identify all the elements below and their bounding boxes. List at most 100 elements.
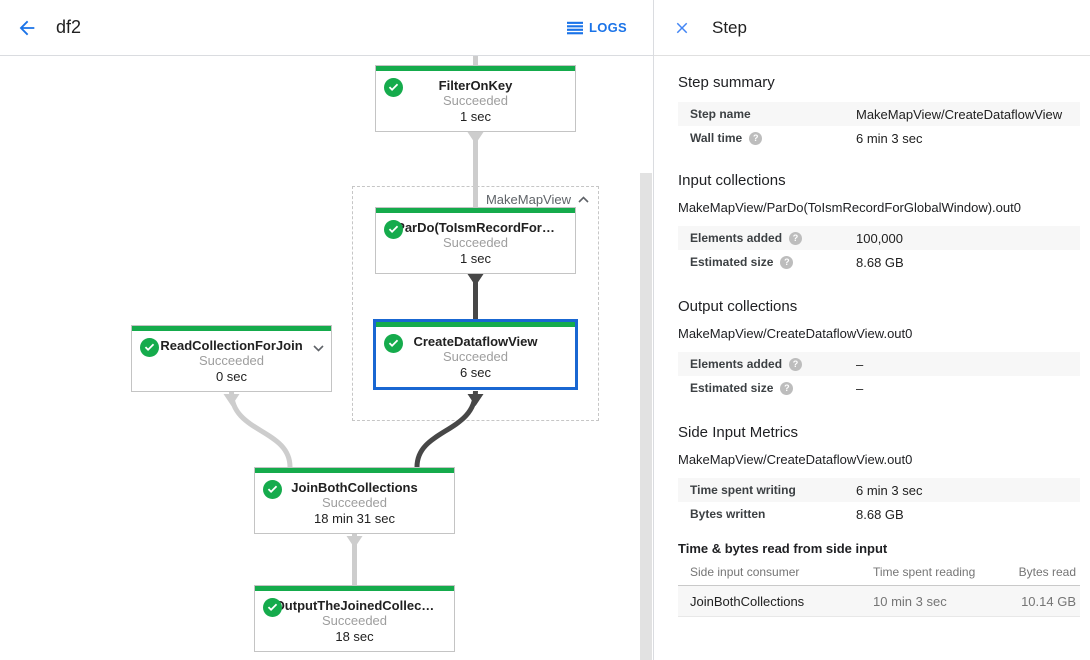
node-time: 18 min 31 sec [314, 511, 395, 526]
metric-label: Bytes written [690, 507, 766, 521]
graph-node-outputthejoinedcollection[interactable]: OutputTheJoinedCollec… Succeeded 18 sec [254, 585, 455, 652]
column-header: Bytes read [1018, 564, 1076, 579]
status-bar [376, 322, 575, 327]
metric-label: Estimated size [690, 381, 856, 395]
panel-title: Step [712, 17, 747, 37]
section-heading-output-collections: Output collections [678, 298, 798, 315]
success-check-icon [140, 338, 159, 357]
step-details-panel: Step summary Step name MakeMapView/Creat… [654, 56, 1090, 660]
metric-label: Elements added [690, 231, 856, 245]
job-header-bar: df2 LOGS [0, 0, 653, 56]
pane-divider [653, 0, 654, 660]
side-input-consumer: JoinBothCollections [690, 593, 805, 609]
success-check-icon [384, 220, 403, 239]
node-status: Succeeded [321, 495, 388, 510]
metric-label: Wall time [690, 131, 856, 145]
logs-list-icon [566, 21, 583, 34]
graph-scrollbar-thumb[interactable] [640, 173, 652, 660]
side-input-collection-name: MakeMapView/CreateDataflowView.out0 [678, 452, 913, 467]
metric-value: MakeMapView/CreateDataflowView [856, 106, 1063, 122]
node-title: JoinBothCollections [291, 480, 418, 495]
success-check-icon [384, 78, 403, 97]
node-status: Succeeded [198, 353, 265, 368]
close-panel-button[interactable] [672, 18, 692, 38]
help-icon[interactable] [789, 357, 803, 371]
back-arrow-icon [19, 20, 35, 35]
output-collections-rows: Elements added – Estimated size – [678, 352, 1080, 400]
success-check-icon [263, 598, 282, 617]
metric-row: Estimated size – [678, 376, 1080, 400]
metric-value: 100,000 [856, 230, 903, 246]
metric-row: Time spent writing 6 min 3 sec [678, 478, 1080, 502]
help-icon[interactable] [780, 255, 794, 269]
metric-row: Elements added – [678, 352, 1080, 376]
output-collection-name: MakeMapView/CreateDataflowView.out0 [678, 326, 913, 341]
metric-value: 8.68 GB [856, 254, 904, 270]
node-time: 0 sec [215, 369, 248, 384]
step-summary-rows: Step name MakeMapView/CreateDataflowView… [678, 102, 1080, 150]
metric-value: 8.68 GB [856, 506, 904, 522]
metric-row: Bytes written 8.68 GB [678, 502, 1080, 526]
metric-row: Step name MakeMapView/CreateDataflowView [678, 102, 1080, 126]
status-bar [376, 66, 575, 71]
node-title: OutputTheJoinedCollec… [274, 598, 435, 613]
metric-value: 6 min 3 sec [856, 482, 923, 498]
input-collection-name: MakeMapView/ParDo(ToIsmRecordForGlobalWi… [678, 200, 1021, 215]
help-icon[interactable] [789, 231, 803, 245]
node-status: Succeeded [442, 349, 509, 364]
expand-node-control[interactable] [313, 339, 324, 357]
input-collections-rows: Elements added 100,000 Estimated size 8.… [678, 226, 1080, 274]
metric-value: – [856, 380, 864, 396]
node-status: Succeeded [442, 235, 509, 250]
group-label: MakeMapView [485, 192, 571, 207]
success-check-icon [384, 334, 403, 353]
metric-label: Time spent writing [690, 483, 796, 497]
graph-node-createdataflowview-selected[interactable]: CreateDataflowView Succeeded 6 sec [373, 319, 578, 390]
node-title: ReadCollectionForJoin [160, 338, 303, 353]
table-header-row: Side input consumer Time spent reading B… [678, 558, 1080, 586]
help-icon[interactable] [780, 381, 794, 395]
success-check-icon [263, 480, 282, 499]
metric-value: 6 min 3 sec [856, 130, 923, 146]
metric-label: Estimated size [690, 255, 856, 269]
node-status: Succeeded [321, 613, 388, 628]
side-input-metrics-rows: Time spent writing 6 min 3 sec Bytes wri… [678, 478, 1080, 526]
step-panel-header: Step [654, 0, 1090, 56]
section-heading-step-summary: Step summary [678, 74, 775, 91]
back-button[interactable] [15, 16, 39, 40]
group-collapse-control[interactable]: MakeMapView [486, 192, 589, 207]
metric-row: Estimated size 8.68 GB [678, 250, 1080, 274]
column-header: Time spent reading [873, 564, 976, 579]
graph-node-pardo-toismrecord[interactable]: ParDo(ToIsmRecordFor… Succeeded 1 sec [375, 207, 576, 274]
job-title: df2 [56, 17, 82, 37]
metric-label: Elements added [690, 357, 856, 371]
status-bar [132, 326, 331, 331]
section-heading-side-input-metrics: Side Input Metrics [678, 424, 799, 441]
status-bar [255, 586, 454, 591]
logs-button[interactable]: LOGS [566, 20, 627, 35]
node-time: 1 sec [459, 251, 492, 266]
column-header: Side input consumer [690, 564, 800, 579]
side-input-table: Side input consumer Time spent reading B… [678, 558, 1080, 617]
metric-value: – [856, 356, 864, 372]
node-status: Succeeded [442, 93, 509, 108]
node-time: 18 sec [335, 629, 374, 644]
bytes-read: 10.14 GB [1021, 593, 1076, 609]
node-time: 1 sec [459, 109, 492, 124]
side-input-table-heading: Time & bytes read from side input [678, 541, 888, 556]
metric-row: Wall time 6 min 3 sec [678, 126, 1080, 150]
help-icon[interactable] [749, 131, 763, 145]
graph-node-joinbothcollections[interactable]: JoinBothCollections Succeeded 18 min 31 … [254, 467, 455, 534]
metric-row: Elements added 100,000 [678, 226, 1080, 250]
table-row: JoinBothCollections 10 min 3 sec 10.14 G… [678, 586, 1080, 617]
pipeline-graph: MakeMapView FilterOnKey Succeeded 1 sec [131, 55, 652, 660]
graph-node-readcollectionforjoin[interactable]: ReadCollectionForJoin Succeeded 0 sec [131, 325, 332, 392]
chevron-up-icon [578, 196, 589, 203]
graph-node-filteronkey[interactable]: FilterOnKey Succeeded 1 sec [375, 65, 576, 132]
status-bar [376, 208, 575, 213]
node-title: ParDo(ToIsmRecordFor… [396, 220, 555, 235]
time-spent-reading: 10 min 3 sec [873, 593, 947, 609]
chevron-down-icon [313, 345, 324, 352]
metric-label: Step name [690, 107, 751, 121]
